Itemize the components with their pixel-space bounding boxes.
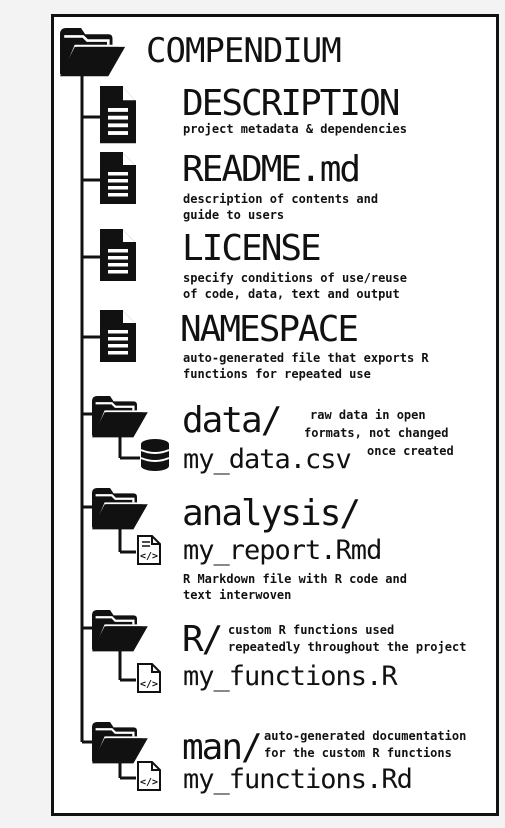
namespace-document-icon <box>99 309 137 363</box>
folder-name-analysis: analysis/ <box>182 493 361 534</box>
folder-desc-r-2: repeatedly throughout the project <box>228 640 467 654</box>
folder-desc-r-1: custom R functions used <box>228 623 395 637</box>
folder-desc-analysis-2: text interwoven <box>183 588 292 602</box>
root-folder-icon <box>58 26 127 78</box>
man-folder-icon <box>90 720 149 765</box>
database-icon <box>140 439 170 471</box>
folder-desc-data-3: once created <box>367 444 454 458</box>
folder-name-r: R/ <box>182 619 223 660</box>
folder-desc-data-1: raw data in open <box>310 408 426 422</box>
folder-desc-man-2: for the custom R functions <box>264 746 452 760</box>
readme-document-icon <box>99 151 137 205</box>
folder-desc-data-2: formats, not changed <box>304 426 449 440</box>
file-desc-description: project metadata & dependencies <box>183 122 407 136</box>
data-folder-icon <box>90 394 149 439</box>
description-document-icon <box>98 84 138 145</box>
file-name-my-data: my_data.csv <box>183 444 352 475</box>
file-desc-readme-1: description of contents and <box>183 192 379 206</box>
file-desc-readme-2: guide to users <box>183 208 285 222</box>
file-name-my-report: my_report.Rmd <box>183 535 382 566</box>
file-desc-namespace-2: functions for repeated use <box>183 367 371 381</box>
root-folder-label: COMPENDIUM <box>146 31 342 71</box>
file-name-license: LICENSE <box>182 228 322 269</box>
man-code-file-icon <box>137 761 161 791</box>
license-document-icon <box>99 228 137 282</box>
folder-desc-man-1: auto-generated documentation <box>264 729 467 743</box>
folder-desc-analysis-1: R Markdown file with R code and <box>183 572 407 586</box>
file-name-my-functions-r: my_functions.R <box>183 661 398 692</box>
folder-name-man: man/ <box>182 727 263 768</box>
folder-name-data: data/ <box>182 400 282 441</box>
file-desc-license-2: of code, data, text and output <box>183 287 400 301</box>
file-name-description: DESCRIPTION <box>182 83 400 124</box>
r-code-file-icon <box>137 663 161 693</box>
r-folder-icon <box>90 608 149 653</box>
file-name-my-functions-rd: my_functions.Rd <box>183 764 413 795</box>
analysis-folder-icon <box>90 486 149 531</box>
file-desc-namespace-1: auto-generated file that exports R <box>183 351 429 365</box>
file-name-namespace: NAMESPACE <box>180 309 359 350</box>
code-document-icon <box>137 535 161 565</box>
file-name-readme: README.md <box>182 149 361 190</box>
file-desc-license-1: specify conditions of use/reuse <box>183 271 407 285</box>
